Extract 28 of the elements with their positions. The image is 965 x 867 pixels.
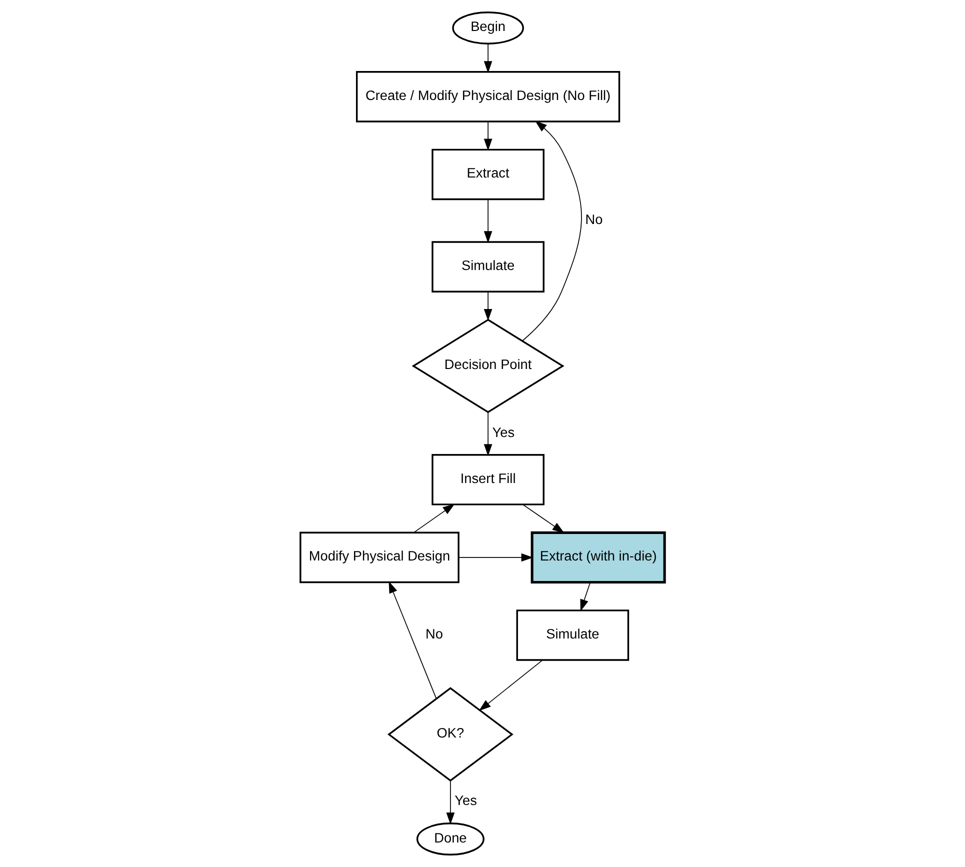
arrow xyxy=(414,504,455,533)
node-diamond: Decision Point xyxy=(412,318,564,414)
arrow xyxy=(458,553,534,562)
node-box: Modify Physical Design xyxy=(300,532,460,584)
arrow xyxy=(484,121,492,151)
arrow xyxy=(522,504,564,534)
edge-label: No xyxy=(425,626,443,642)
edge-label: No xyxy=(585,212,603,227)
arrow xyxy=(478,660,543,711)
arrow xyxy=(446,780,455,825)
arrow xyxy=(484,412,492,456)
node-box: Simulate xyxy=(516,610,630,661)
node-box: Extract xyxy=(432,148,544,200)
node-ellipse: Done xyxy=(416,822,484,856)
node-box: Create / Modify Physical Design (No Fill) xyxy=(356,71,620,122)
node-diamond: OK? xyxy=(387,687,514,782)
arrow xyxy=(388,581,437,700)
edge-label: Yes xyxy=(492,424,515,440)
arrow xyxy=(484,291,492,321)
node-ellipse: Begin xyxy=(452,12,524,44)
node-box: Simulate xyxy=(432,241,544,292)
arrow xyxy=(580,582,591,612)
arrow xyxy=(522,120,582,342)
arrow xyxy=(484,198,492,244)
edge-label: Yes xyxy=(454,793,477,808)
node-box: Extract (with in-die) xyxy=(530,531,666,584)
arrow xyxy=(484,43,492,74)
node-box: Insert Fill xyxy=(432,454,544,506)
